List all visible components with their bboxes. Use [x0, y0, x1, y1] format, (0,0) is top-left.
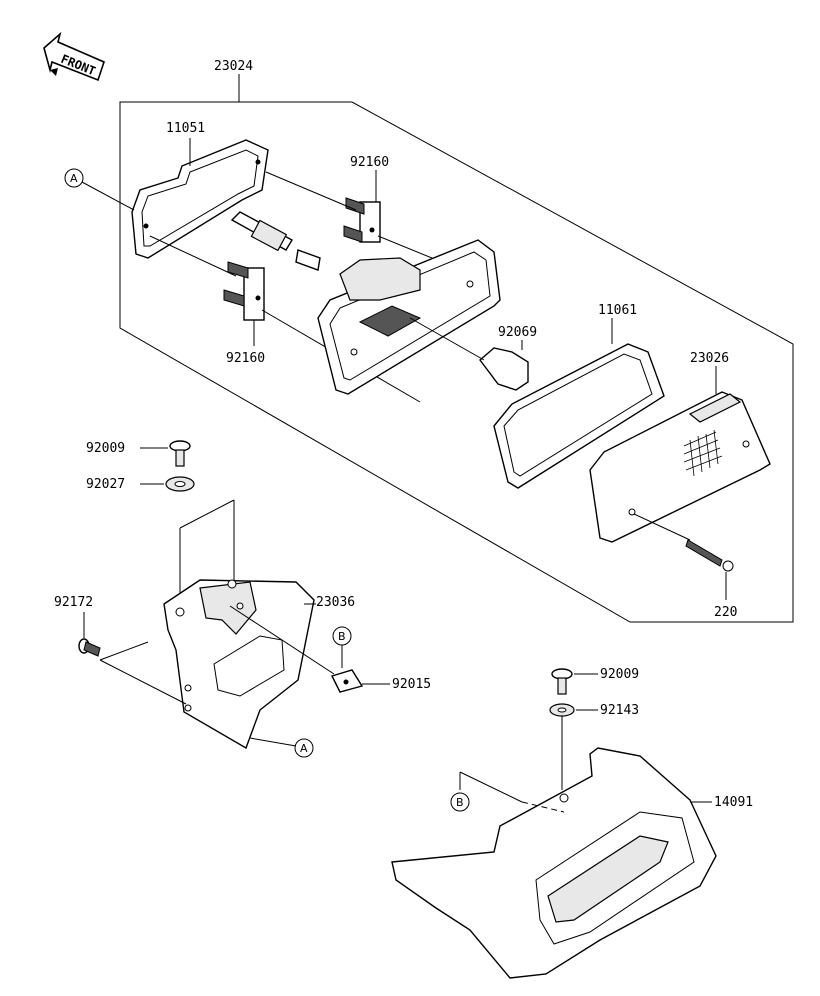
part-label-92143: 92143	[600, 703, 639, 718]
part-label-92160-top: 92160	[350, 155, 389, 170]
part-label-23024: 23024	[214, 59, 253, 74]
bolt-92172	[78, 612, 187, 705]
gasket-11051	[131, 139, 269, 259]
bulb-tube	[230, 211, 321, 271]
part-label-11051: 11051	[166, 121, 205, 136]
screw-92009-left	[140, 440, 191, 467]
svg-text:B: B	[456, 796, 464, 809]
cover-14091	[391, 747, 717, 979]
part-label-92009-left: 92009	[86, 441, 125, 456]
part-label-23036: 23036	[316, 595, 355, 610]
callout-a-top: A	[64, 168, 135, 211]
part-label-23026: 23026	[690, 351, 729, 366]
screw-220	[633, 513, 734, 600]
bulb-92069	[409, 317, 529, 391]
part-label-92015: 92015	[392, 677, 431, 692]
washer-92027	[140, 476, 195, 492]
callout-a-bottom: A	[249, 737, 314, 758]
front-arrow-icon: FRONT	[43, 31, 105, 82]
part-label-92160-bottom: 92160	[226, 351, 265, 366]
socket-screws-92160-top	[343, 170, 381, 243]
assembly-bracket-23024	[119, 74, 794, 623]
part-label-92027: 92027	[86, 477, 125, 492]
part-label-11061: 11061	[598, 303, 637, 318]
washer-92143	[549, 703, 598, 790]
bracket-23036	[163, 499, 316, 750]
clip-nut-92015	[229, 605, 390, 693]
part-label-92172: 92172	[54, 595, 93, 610]
screw-92009-right	[551, 668, 598, 695]
lamp-housing	[317, 239, 501, 395]
callout-b-mid: B	[332, 626, 352, 668]
lens-gasket-11061	[493, 318, 665, 489]
callout-b-bottom: B	[450, 771, 565, 813]
svg-text:A: A	[300, 742, 308, 755]
part-label-92069: 92069	[498, 325, 537, 340]
part-label-92009-right: 92009	[600, 667, 639, 682]
part-label-14091: 14091	[714, 795, 753, 810]
part-label-220: 220	[714, 605, 737, 620]
socket-screws-92160-bottom	[223, 261, 265, 346]
lens-23026	[589, 366, 771, 543]
svg-text:A: A	[70, 172, 78, 185]
svg-text:B: B	[338, 630, 346, 643]
